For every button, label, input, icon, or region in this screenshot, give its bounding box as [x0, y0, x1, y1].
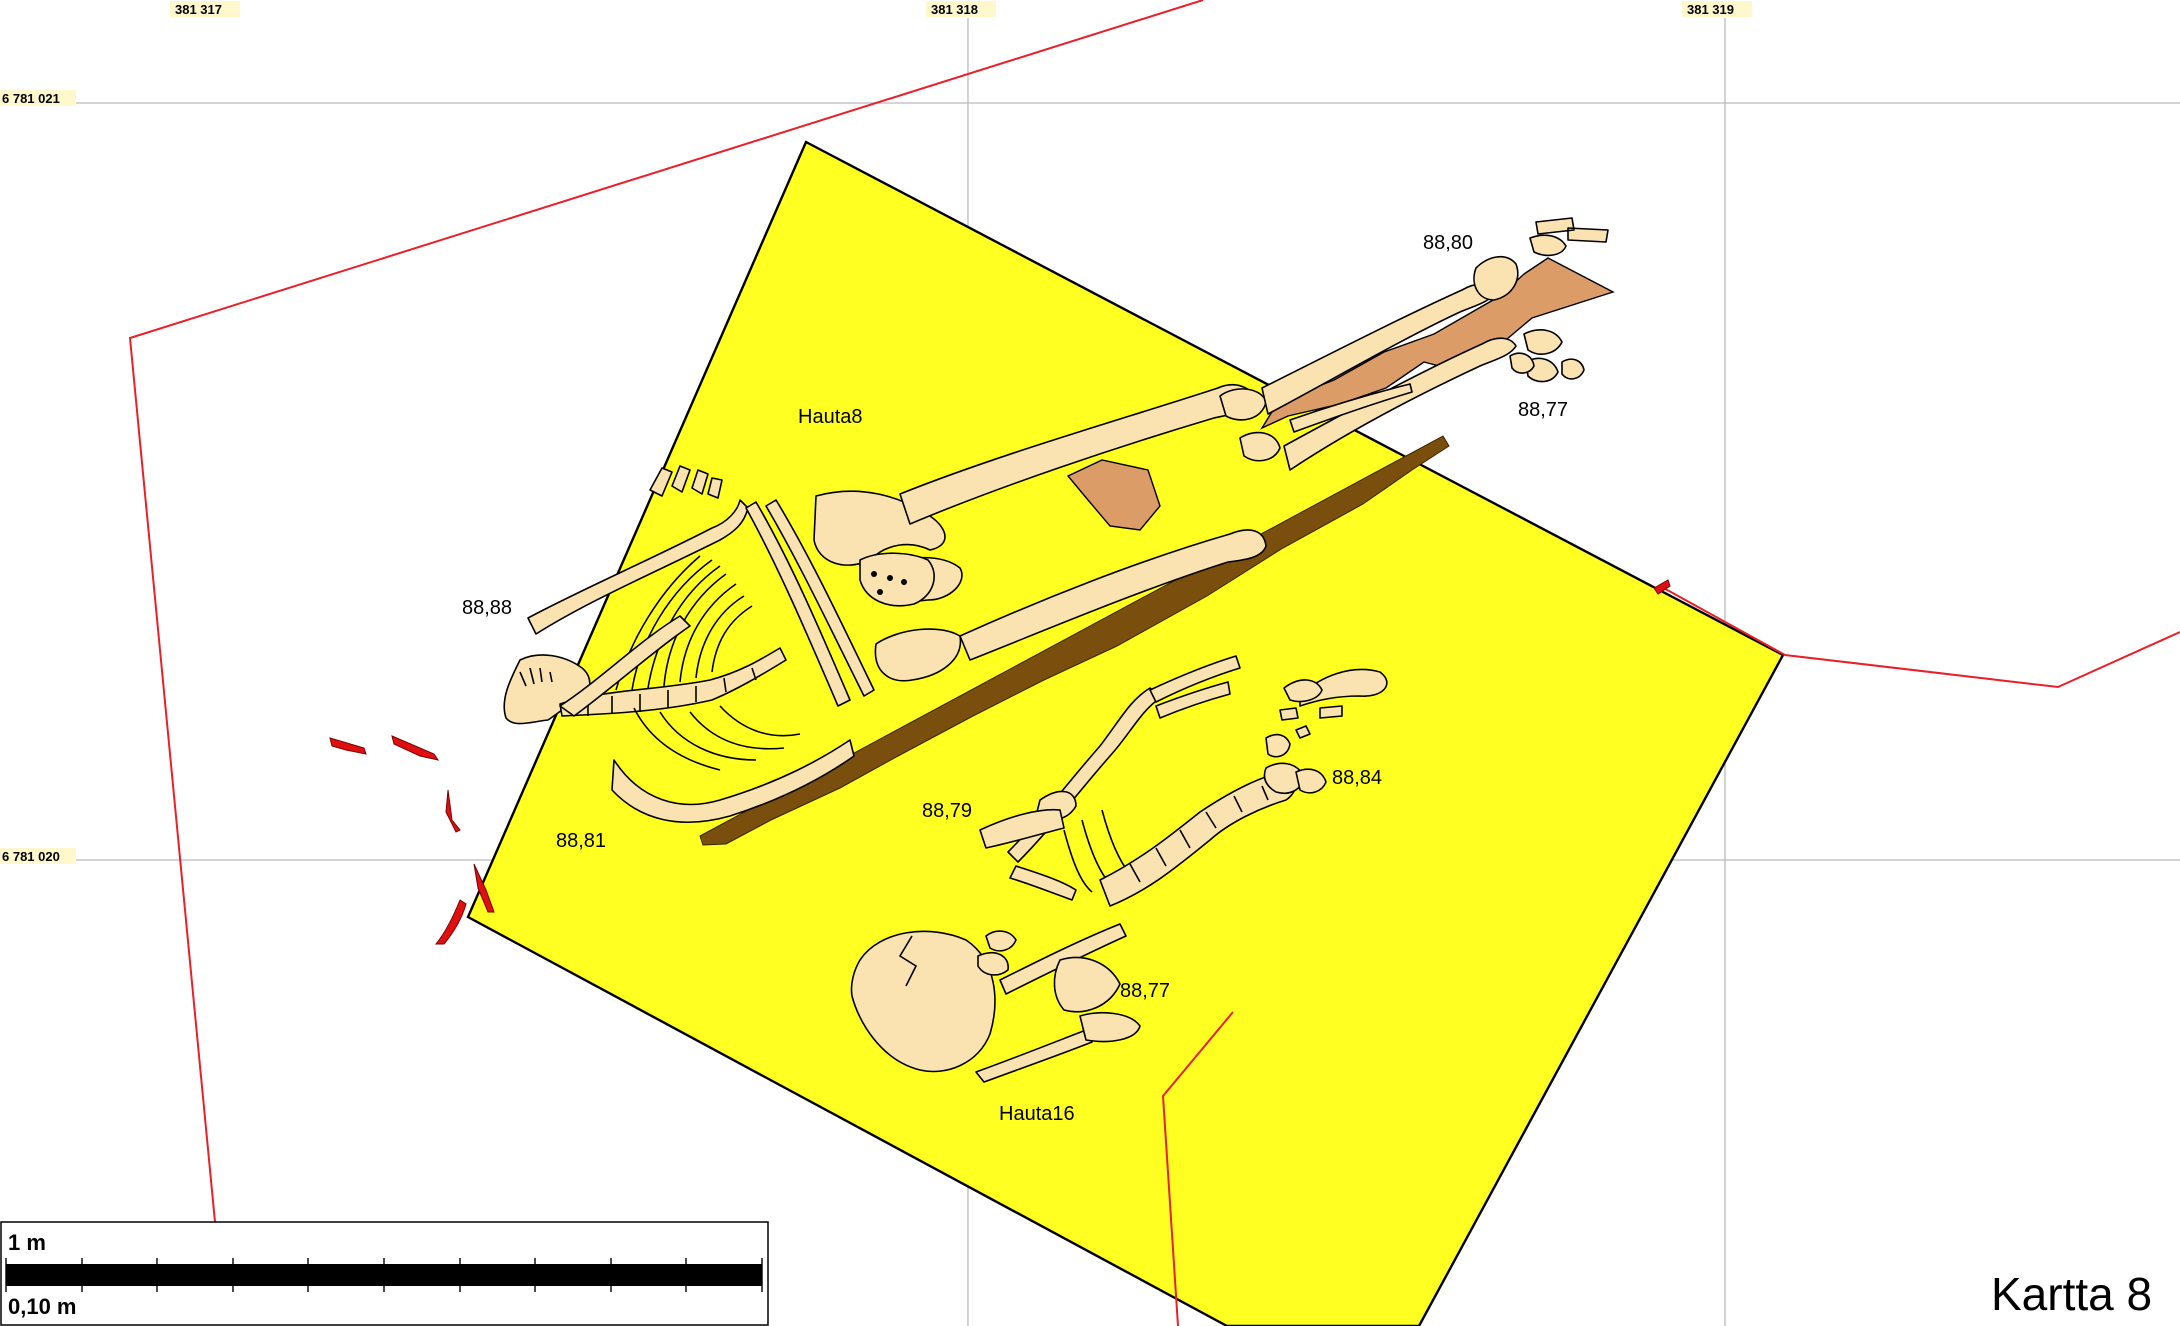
scale-bar-bottom-label: 0,10 m — [8, 1294, 77, 1319]
scale-bar-top-label: 1 m — [8, 1230, 46, 1255]
grid-y-label-1: 6 781 021 — [2, 91, 60, 106]
grid-x-label-3: 381 319 — [1687, 2, 1734, 17]
grid-x-label-2: 381 318 — [931, 2, 978, 17]
elevation-label-2: 88,77 — [1518, 399, 1568, 421]
grid-labels: 381 317 381 318 381 319 6 781 021 6 781 … — [0, 1, 1752, 864]
coffin-nails — [329, 579, 1671, 945]
grave-label-hauta16: Hauta16 — [999, 1103, 1075, 1125]
elevation-label-5: 88,79 — [922, 800, 972, 822]
grid-x-label-1: 381 317 — [175, 2, 222, 17]
elevation-label-4: 88,81 — [556, 830, 606, 852]
elevation-label-1: 88,80 — [1423, 232, 1473, 254]
grave-label-hauta8: Hauta8 — [798, 406, 863, 428]
map-labels: Hauta8 Hauta16 88,80 88,77 88,88 88,81 8… — [462, 232, 1568, 1125]
skeleton-grave-8 — [503, 217, 1609, 823]
scale-bar: 1 m 0,10 m — [0, 1221, 769, 1326]
elevation-label-7: 88,77 — [1120, 980, 1170, 1002]
elevation-label-6: 88,84 — [1332, 767, 1382, 789]
skeleton-grave-16 — [850, 655, 1388, 1083]
map-title: Kartta 8 — [1991, 1268, 2152, 1320]
elevation-label-3: 88,88 — [462, 597, 512, 619]
trench-outline — [128, 0, 2180, 1326]
grid-y-label-2: 6 781 020 — [2, 849, 60, 864]
